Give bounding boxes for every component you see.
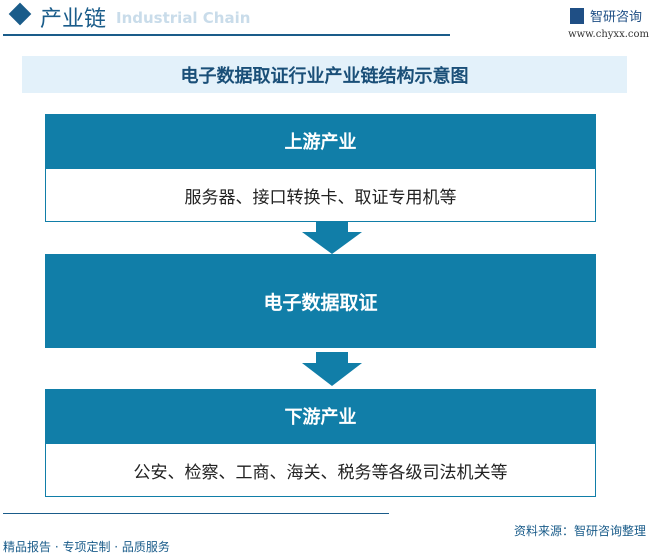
upstream-items: 服务器、接口转换卡、取证专用机等 <box>45 168 596 222</box>
section-title: 产业链 <box>40 7 107 32</box>
source-note: 资料来源：智研咨询整理 <box>513 524 646 538</box>
arrow-down-icon <box>302 352 362 386</box>
footer-divider <box>3 513 389 514</box>
arrow-down-icon <box>302 222 362 254</box>
logo: 智研咨询 <box>570 6 642 25</box>
logo-text: 智研咨询 <box>590 10 643 25</box>
slogan: 精品报告 · 专项定制 · 品质服务 <box>3 540 170 554</box>
logo-icon <box>570 7 584 24</box>
section-subtitle: Industrial Chain <box>116 9 251 27</box>
diamond-icon <box>8 2 32 26</box>
downstream-items: 公安、检察、工商、海关、税务等各级司法机关等 <box>45 443 596 497</box>
header-divider <box>3 34 450 36</box>
website-url: www.chyxx.com <box>568 29 649 40</box>
downstream-header: 下游产业 <box>45 389 596 443</box>
diagram-title: 电子数据取证行业产业链结构示意图 <box>22 56 627 93</box>
midstream-box: 电子数据取证 <box>45 254 596 348</box>
upstream-header: 上游产业 <box>45 114 596 168</box>
